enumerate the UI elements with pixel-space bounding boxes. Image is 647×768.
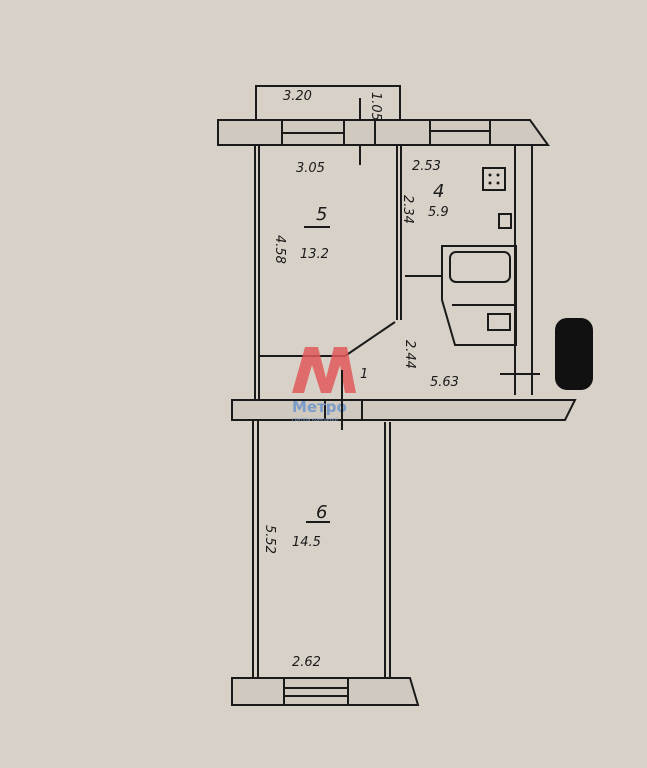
room-5-number: 5 (316, 204, 327, 225)
room-4-area: 5.9 (428, 205, 449, 220)
hall-length: 5.63 (430, 375, 459, 390)
window (429, 119, 491, 146)
balcony-depth-label: 1.05 (368, 92, 383, 121)
room-5-width: 3.05 (296, 161, 325, 176)
stove (482, 167, 506, 191)
window (283, 677, 349, 706)
balcony (255, 85, 401, 120)
middle-wall (231, 399, 577, 421)
room-4-width: 2.53 (412, 159, 441, 174)
bathtub (449, 251, 511, 283)
room-6-width: 2.62 (292, 655, 321, 670)
room-6-area: 14.5 (292, 535, 321, 550)
hall-mark: 1 (360, 367, 368, 382)
toilet (487, 313, 511, 331)
bathroom (441, 245, 517, 346)
redacted-mark (555, 318, 593, 390)
sink (498, 213, 512, 229)
room-5-area: 13.2 (300, 247, 329, 262)
top-wall (217, 119, 550, 146)
room-6-length: 5.52 (262, 525, 277, 554)
logo-tagline: группа компаний (292, 416, 338, 423)
room-4-number: 4 (433, 181, 444, 202)
metro-logo: Метро группа компаний (292, 347, 356, 423)
logo-name: Метро (292, 398, 347, 416)
balcony-width-label: 3.20 (283, 89, 312, 104)
room-5-length: 4.58 (272, 235, 287, 264)
room-4-length: 2.34 (400, 195, 415, 224)
room-6-number: 6 (316, 502, 327, 523)
bottom-wall (231, 677, 420, 706)
door-room-5 (344, 321, 396, 357)
hall-width: 2.44 (402, 340, 417, 369)
